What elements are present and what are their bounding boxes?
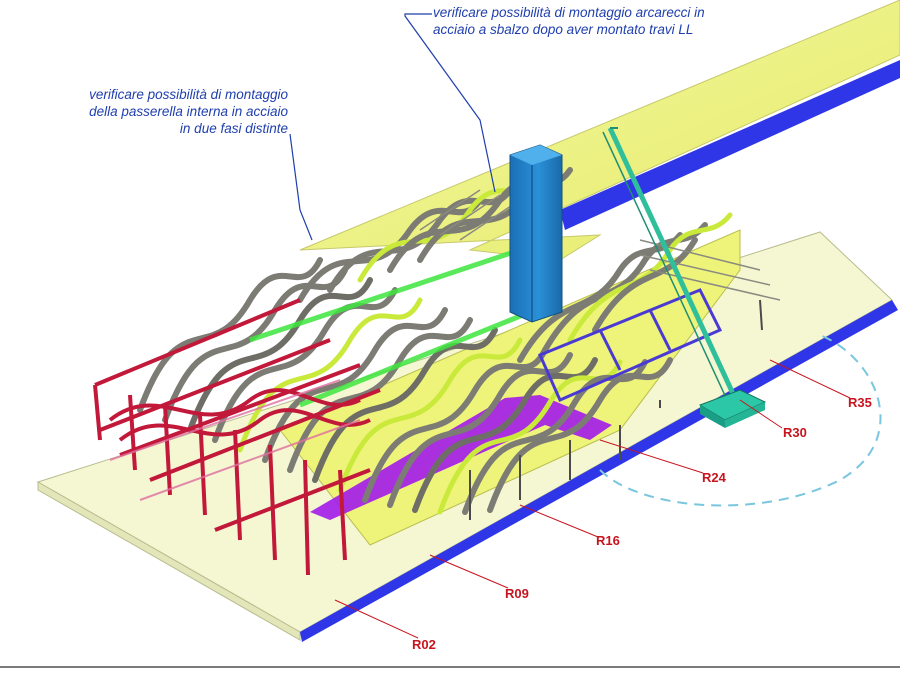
note-cantilever-purlins: verificare possibilità di montaggio arca… [433, 4, 705, 38]
upper-deck [299, 0, 900, 261]
note-top-line2: acciaio a sbalzo dopo aver montato travi… [433, 22, 694, 37]
red-steel-frame-light [109, 379, 361, 501]
grid-axis-lines [334, 359, 851, 639]
roof-ribs [137, 167, 733, 515]
secondary-frame [538, 288, 723, 402]
note-inner-walkway: verificare possibilità di montaggio dell… [18, 86, 288, 137]
crane-radius [599, 334, 882, 507]
walkway [310, 395, 612, 520]
upper-deck-blue [560, 60, 900, 230]
axis-label-r24: R24 [702, 470, 726, 485]
ground-slab-edge [37, 481, 301, 641]
green-bracing [249, 247, 561, 408]
annotation-leaders [289, 13, 496, 241]
support-columns [469, 299, 763, 520]
axis-label-r02: R02 [412, 637, 436, 652]
elevator-tower-icon [509, 144, 563, 323]
axis-label-r30: R30 [783, 425, 807, 440]
axis-label-r16: R16 [596, 533, 620, 548]
note-left-line1: verificare possibilità di montaggio [89, 87, 288, 102]
note-left-line3: in due fasi distinte [179, 121, 288, 136]
axis-label-r35: R35 [848, 395, 872, 410]
mobile-crane-icon [602, 126, 767, 428]
note-left-line2: della passerella interna in acciaio [89, 104, 288, 119]
blue-edge-beam [300, 300, 898, 642]
note-top-line1: verificare possibilità di montaggio arca… [433, 5, 705, 20]
axis-label-r09: R09 [505, 586, 529, 601]
red-steel-frame [93, 298, 381, 576]
bottom-rule [0, 666, 900, 668]
